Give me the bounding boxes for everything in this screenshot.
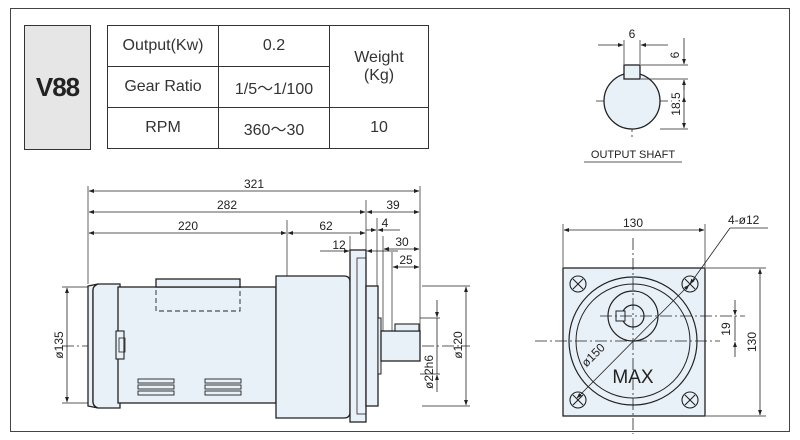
side-plate xyxy=(115,330,125,360)
dim-motor-length: 220 xyxy=(178,219,198,233)
weight-value: 10 xyxy=(329,107,429,149)
flange-pilot xyxy=(365,285,379,407)
shaft-key xyxy=(623,64,641,80)
drawing-frame xyxy=(10,8,790,432)
vent-slots xyxy=(137,378,242,396)
holes-leader xyxy=(689,227,731,285)
shaft-key-side xyxy=(394,323,420,332)
dim-shaft-length: 39 xyxy=(386,198,400,212)
dim-shaft-diameter: ø22h6 xyxy=(422,355,436,389)
output-shaft-detail: 6 6 18.5 OUTPUT SHAFT xyxy=(584,27,688,163)
output-shaft xyxy=(380,330,421,362)
weight-label-line1: Weight xyxy=(354,48,404,66)
front-width-label: 130 xyxy=(623,216,643,230)
dim-total-length: 321 xyxy=(244,177,264,191)
front-max-label: MAX xyxy=(612,367,654,388)
weight-label: Weight (Kg) xyxy=(329,25,429,108)
dim-282: 282 xyxy=(217,198,237,212)
terminal-box-outline xyxy=(155,286,241,312)
ratio-value: 1/5～1/100 xyxy=(218,66,330,108)
side-extension-lines xyxy=(62,186,470,407)
shaft-height-label: 18.5 xyxy=(669,92,683,116)
dim-30: 30 xyxy=(395,235,409,249)
pcd-diagonal xyxy=(576,284,690,399)
motor-end-cap xyxy=(92,283,121,409)
dim-25: 25 xyxy=(399,253,413,267)
front-view: 130 4-ø12 130 19 ø150 MAX xyxy=(535,213,768,434)
key-height-label: 6 xyxy=(668,51,682,58)
dim-gearbox-length: 62 xyxy=(319,219,333,233)
output-value: 0.2 xyxy=(218,25,330,67)
model-label: V88 xyxy=(24,25,91,150)
dim-4: 4 xyxy=(382,216,389,230)
front-offset-label: 19 xyxy=(719,322,733,336)
weight-label-line2: (Kg) xyxy=(363,66,395,84)
dim-12: 12 xyxy=(332,238,346,252)
key-width-label: 6 xyxy=(629,27,636,41)
motor-body xyxy=(117,286,277,404)
dim-pilot-diameter: ø120 xyxy=(451,331,465,359)
terminal-box-top xyxy=(155,278,241,288)
front-height-label: 130 xyxy=(745,332,759,352)
spec-table: Output(Kw) 0.2 Weight (Kg) Gear Ratio 1/… xyxy=(107,25,429,149)
output-label: Output(Kw) xyxy=(107,25,219,67)
gearbox-body xyxy=(275,275,351,419)
side-view: 321 282 220 62 39 12 4 30 25 ø135 ø22h6 … xyxy=(52,177,470,423)
shaft-circle xyxy=(603,72,661,130)
dim-motor-diameter: ø135 xyxy=(52,331,66,359)
shaft-caption: OUTPUT SHAFT xyxy=(591,149,675,161)
holes-label: 4-ø12 xyxy=(728,213,760,227)
flange-plate xyxy=(349,249,367,423)
